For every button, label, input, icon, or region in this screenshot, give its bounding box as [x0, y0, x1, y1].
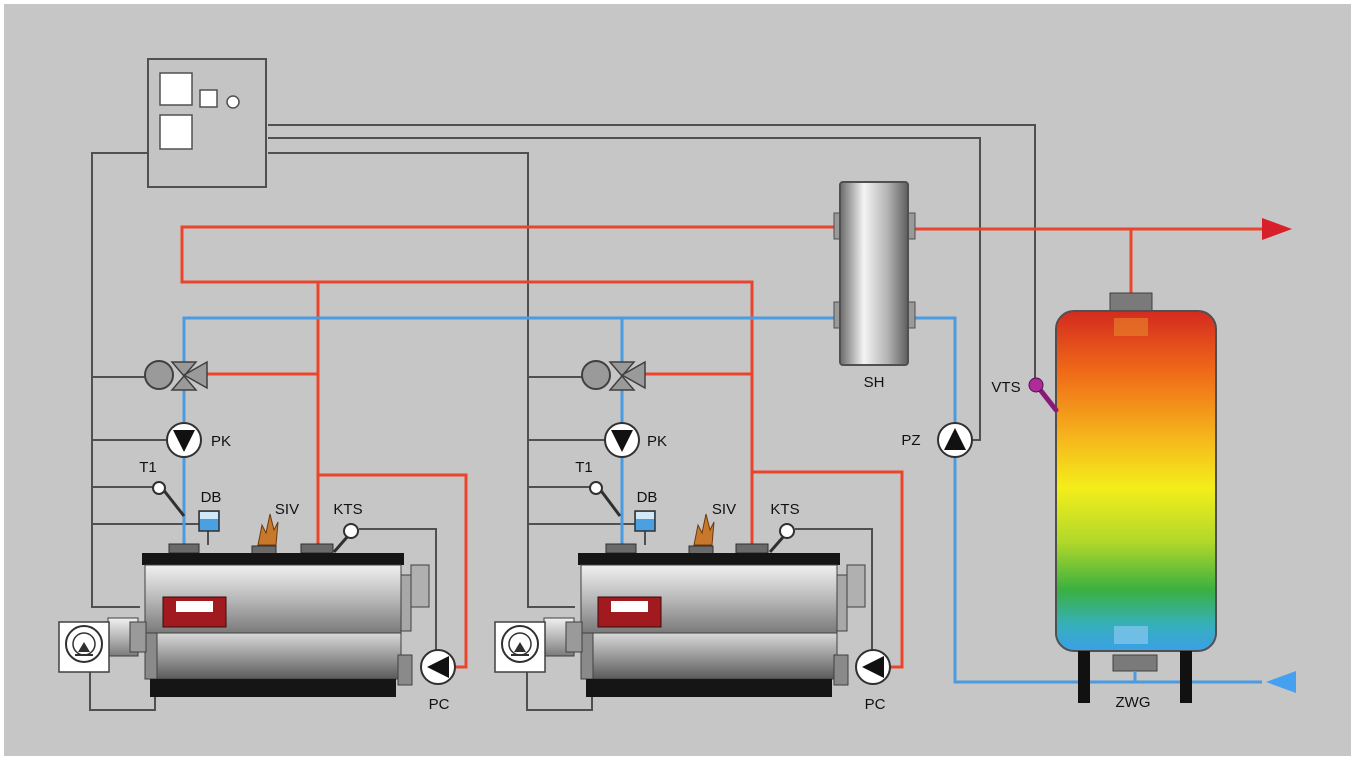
control-cabinet — [147, 58, 267, 188]
sh-label: SH — [864, 374, 885, 391]
t1-sensor-2: T1 — [575, 459, 622, 517]
flange-siv-2 — [688, 545, 714, 555]
cold-in-arrow — [1266, 671, 1296, 693]
siv-safety-valve-1: SIV — [257, 501, 299, 546]
tank-leg-right — [1180, 651, 1192, 703]
cabinet-lamp — [226, 95, 240, 109]
t1-sensor-1: T1 — [139, 459, 186, 517]
flange-siv-1 — [251, 545, 277, 555]
vts-label: VTS — [991, 379, 1020, 396]
burner-1 — [58, 617, 147, 673]
boiler-body-2 — [578, 553, 866, 697]
boiler-unit-1: PK T1 DB SIV KTS — [58, 360, 456, 713]
db-label-1: DB — [201, 489, 222, 506]
pk-label-2: PK — [647, 433, 667, 450]
t1-label-2: T1 — [575, 459, 593, 476]
kts-label-2: KTS — [770, 501, 799, 518]
storage-tank: ZWG — [1055, 292, 1217, 711]
supply-out-arrow — [1262, 218, 1292, 240]
mixing-valve-1 — [144, 360, 208, 391]
db-label-2: DB — [637, 489, 658, 506]
pc-label-2: PC — [865, 696, 886, 713]
pz-label: PZ — [901, 432, 920, 449]
siv-label-1: SIV — [275, 501, 299, 518]
flange-return-1 — [168, 543, 200, 554]
boiler-unit-2: PK T1 DB SIV KTS — [494, 360, 891, 713]
cabinet-display-1 — [159, 72, 193, 106]
pump-pc-2: PC — [855, 649, 891, 713]
supply-pipes — [180, 225, 1265, 669]
hydraulic-separator: SH — [833, 181, 916, 391]
vts-sensor: VTS — [991, 377, 1059, 413]
burner-2 — [494, 617, 583, 673]
pk-label-1: PK — [211, 433, 231, 450]
boiler-body-1 — [142, 553, 430, 697]
siv-safety-valve-2: SIV — [693, 501, 736, 546]
db-pressure-switch-1: DB — [198, 489, 222, 532]
zwg-connector — [1112, 654, 1158, 672]
kts-sensor-2: KTS — [768, 501, 800, 553]
zwg-label: ZWG — [1116, 694, 1151, 711]
flange-return-2 — [605, 543, 637, 554]
control-wires — [89, 124, 1036, 711]
tank-body — [1055, 310, 1217, 652]
kts-label-1: KTS — [333, 501, 362, 518]
kts-sensor-1: KTS — [332, 501, 363, 553]
flange-supply-1 — [300, 543, 334, 554]
flange-supply-2 — [735, 543, 769, 554]
db-pressure-switch-2: DB — [634, 489, 658, 532]
pump-pk-1: PK — [166, 422, 231, 458]
cabinet-switch — [199, 89, 218, 108]
pump-pz: PZ — [901, 422, 973, 458]
tank-top-connector — [1109, 292, 1153, 312]
pump-pk-2: PK — [604, 422, 667, 458]
pump-pc-1: PC — [420, 649, 456, 713]
mixing-valve-2 — [581, 360, 646, 391]
t1-label-1: T1 — [139, 459, 157, 476]
tank-leg-left — [1078, 651, 1090, 703]
siv-label-2: SIV — [712, 501, 736, 518]
cabinet-display-2 — [159, 114, 193, 150]
pc-label-1: PC — [429, 696, 450, 713]
